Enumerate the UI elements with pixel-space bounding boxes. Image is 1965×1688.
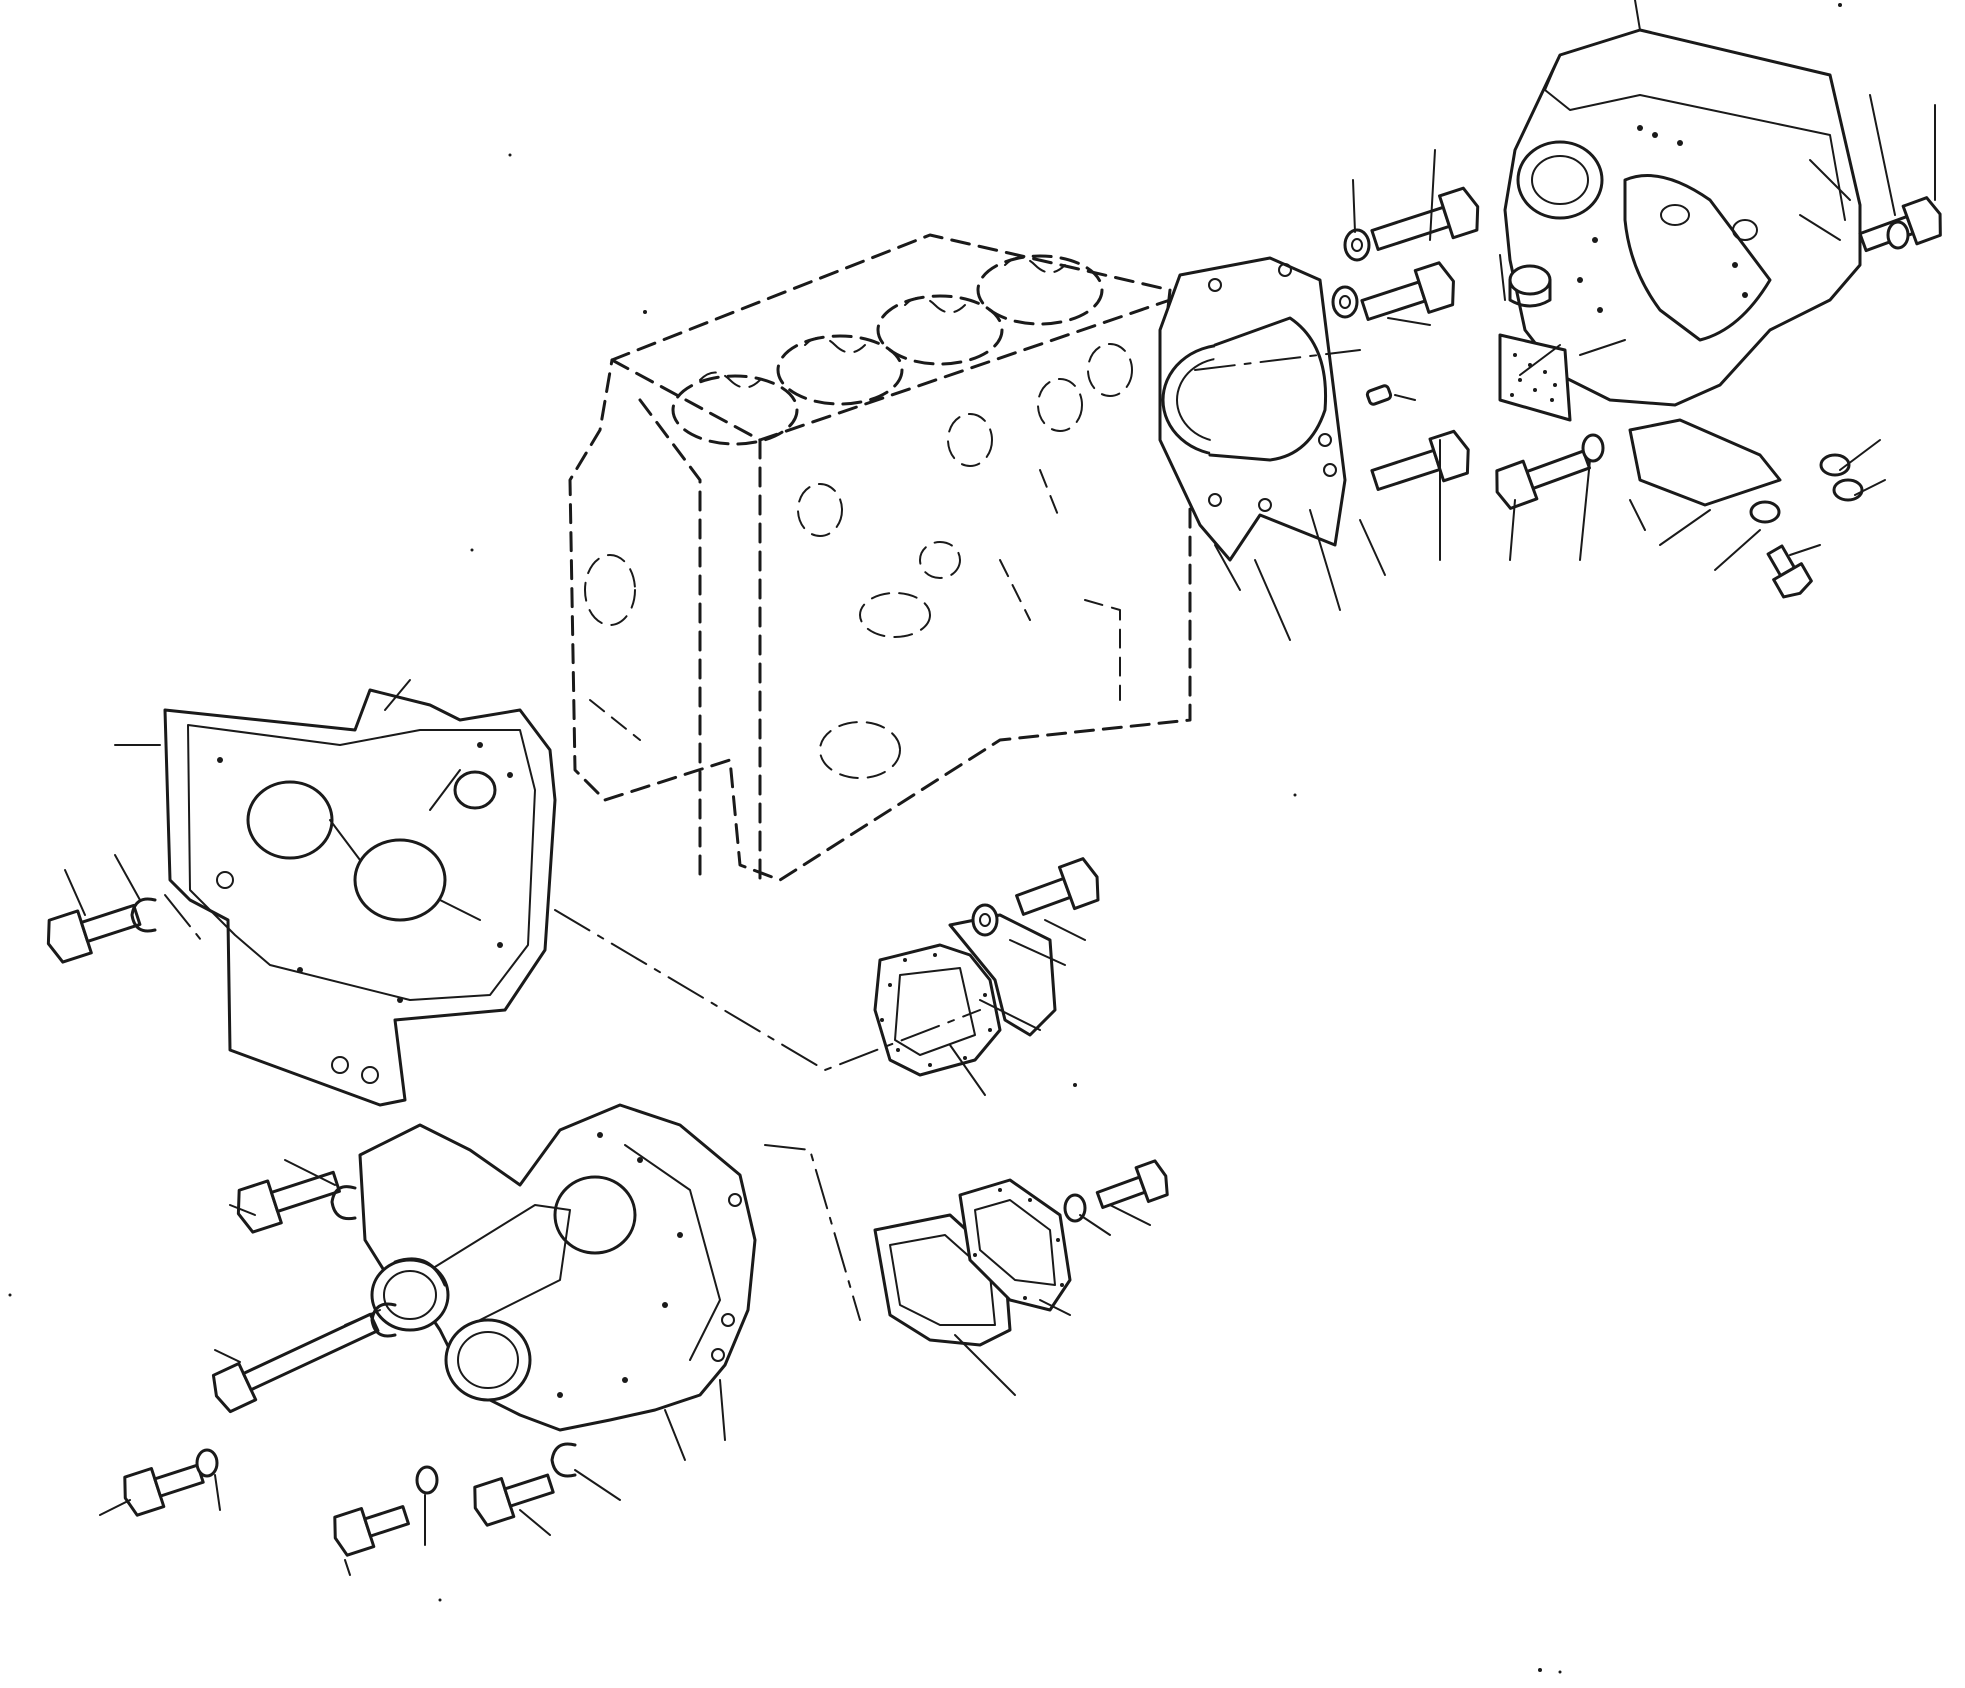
washer [195, 220, 1910, 1495]
flywheel-housing [1503, 28, 1862, 507]
scan-specks [8, 3, 1842, 1674]
oil-seal [370, 1257, 450, 1332]
dowel-pin [1365, 384, 1393, 406]
gasket [958, 1178, 1072, 1312]
plug [1508, 264, 1552, 308]
front-gear-case [163, 688, 557, 1107]
leader-lines [64, 0, 1936, 1576]
inspection-cover [1628, 418, 1782, 507]
front-cover-plate [948, 913, 1057, 1037]
oil-seal [1161, 316, 1328, 462]
gasket [873, 943, 1002, 1077]
front-cover [358, 1103, 757, 1432]
gasket [1498, 333, 1572, 422]
cylinder-block [568, 233, 1192, 882]
assembly-line [164, 349, 1361, 1321]
washer [130, 897, 577, 1478]
